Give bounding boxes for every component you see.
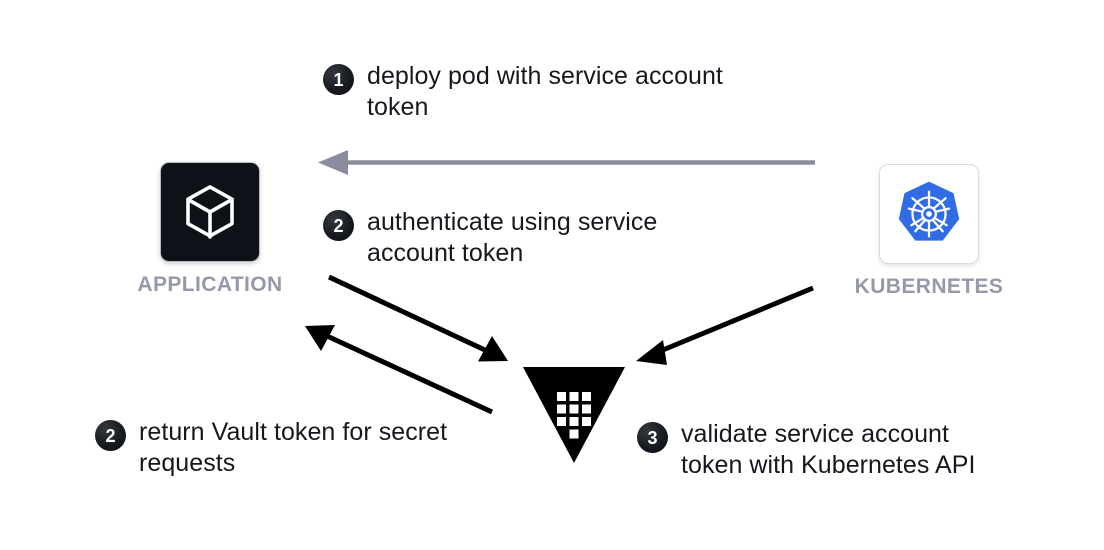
application-tile[interactable] xyxy=(160,162,260,262)
node-application[interactable]: APPLICATION xyxy=(137,162,282,297)
kubernetes-label: KUBERNETES xyxy=(854,275,1004,298)
step-4: 3 validate service account token with Ku… xyxy=(637,419,1037,481)
kubernetes-tile[interactable] xyxy=(879,164,979,264)
step-1-text: deploy pod with service account token xyxy=(367,62,723,121)
step-1: 1 deploy pod with service account token xyxy=(323,61,793,123)
validate-token-arrow xyxy=(636,285,814,365)
return-token-arrow xyxy=(305,325,494,415)
step-2-badge: 2 xyxy=(323,210,354,241)
vault-triangle-icon xyxy=(523,367,625,463)
cube-icon xyxy=(186,185,234,239)
node-kubernetes[interactable]: KUBERNETES xyxy=(855,164,1003,299)
step-2-text: authenticate using service account token xyxy=(367,208,658,267)
deploy-pod-arrow xyxy=(318,150,815,175)
step-2: 2 authenticate using service account tok… xyxy=(323,207,723,269)
node-vault[interactable] xyxy=(521,365,627,465)
application-label: APPLICATION xyxy=(137,273,283,296)
step-3-badge: 2 xyxy=(95,420,126,451)
step-3-text: return Vault token for secret requests xyxy=(139,418,448,477)
step-3: 2 return Vault token for secret requests xyxy=(95,417,525,479)
step-4-text: validate service account token with Kube… xyxy=(681,420,976,479)
kubernetes-helm-icon xyxy=(898,181,960,241)
authenticate-arrow xyxy=(327,274,508,362)
step-4-badge: 3 xyxy=(637,422,668,453)
step-1-badge: 1 xyxy=(323,64,354,95)
